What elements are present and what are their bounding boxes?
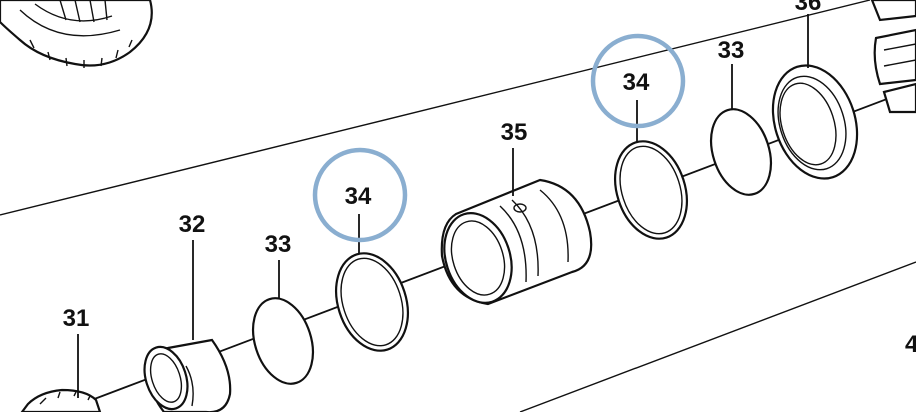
part-33-ring-left (252, 297, 314, 385)
part-34-ring-right (614, 140, 688, 240)
callout-31: 31 (63, 305, 90, 332)
callout-34-left: 34 (345, 183, 372, 210)
callout-33-right: 33 (718, 37, 745, 64)
housing-edge-lower (519, 261, 916, 412)
housing-edge-upper (0, 0, 871, 216)
callout-33-left: 33 (265, 231, 292, 258)
partial-callout-fragment: 4 (905, 331, 916, 358)
callout-35: 35 (501, 119, 528, 146)
gear-partial (0, 0, 153, 68)
callout-32: 32 (179, 211, 206, 238)
partial-parts-right: 4 (870, 0, 916, 358)
part-35-sleeve (440, 178, 593, 306)
highlight-circle-34-right (590, 33, 686, 129)
part-33-ring-right (710, 108, 772, 196)
part-32-bushing (143, 338, 232, 412)
callout-34-right: 34 (623, 69, 650, 96)
part-34-ring-left (335, 252, 409, 352)
callout-36: 36 (795, 0, 822, 16)
part-31-nut (20, 388, 102, 412)
highlight-circle-34-left (312, 147, 408, 243)
part-36-seal (771, 64, 859, 180)
